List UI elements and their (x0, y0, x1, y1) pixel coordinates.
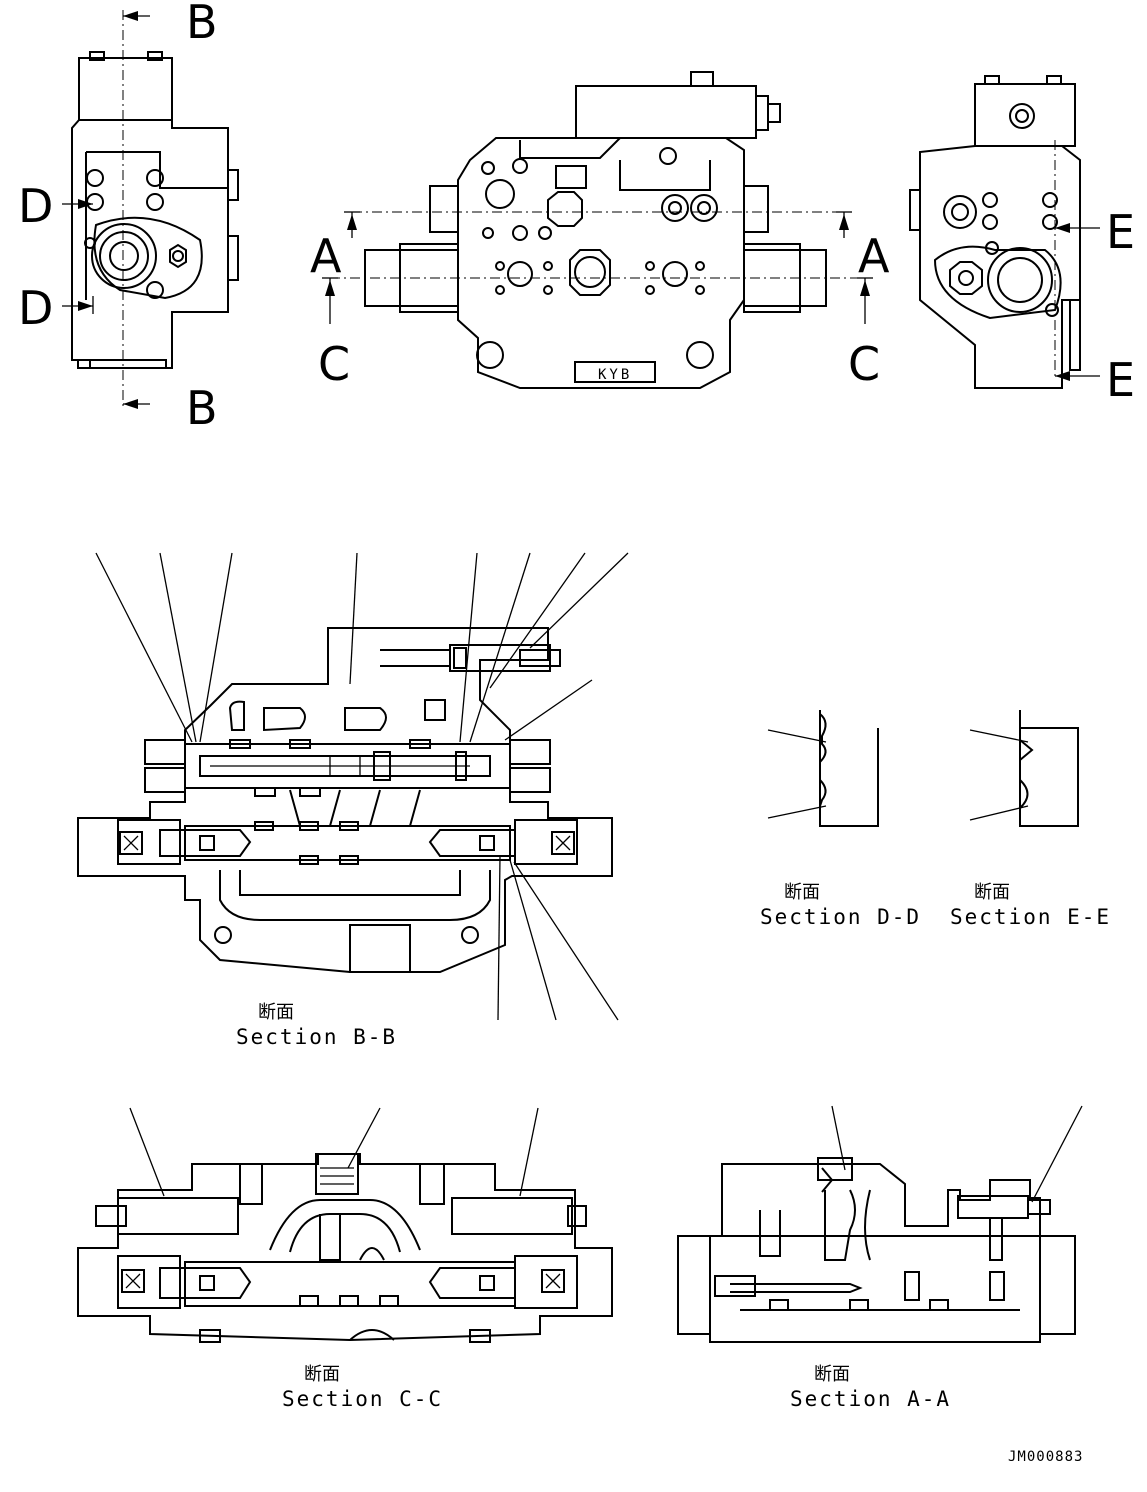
section-dd-jp: 断面 (784, 882, 820, 903)
marker-d-label-bottom: D (18, 281, 53, 335)
section-cc-title: Section C-C (282, 1387, 443, 1411)
marker-a-label-left: A (310, 229, 342, 283)
section-cc-drawing (77, 1153, 613, 1343)
section-bb-jp: 断面 (258, 1002, 294, 1023)
section-marker-c-left: C (318, 277, 350, 391)
marker-c-label-left: C (318, 337, 350, 391)
section-ee-drawing: 断面 Section E-E (950, 710, 1111, 929)
section-aa-drawing (677, 1157, 1076, 1343)
section-cc-leaders (129, 1107, 539, 1197)
section-bb-caption: 断面 Section B-B (236, 1002, 397, 1049)
section-marker-a-left: A (310, 211, 360, 283)
section-marker-d-bottom: D (18, 281, 94, 335)
section-aa-jp: 断面 (814, 1364, 850, 1385)
logo-mark: KYB (598, 367, 632, 383)
section-bb-title: Section B-B (236, 1025, 397, 1049)
section-aa-title: Section A-A (790, 1387, 951, 1411)
marker-a-label-right: A (858, 229, 890, 283)
section-bb-leaders (95, 552, 629, 1021)
section-dd-drawing: 断面 Section D-D (760, 710, 921, 929)
right-side-view (909, 75, 1081, 389)
left-side-view (71, 10, 239, 410)
section-aa-leaders (831, 1105, 1083, 1203)
section-marker-b-top: B (123, 0, 218, 49)
section-marker-e-bottom: E (1055, 353, 1135, 407)
marker-b-label: B (186, 0, 218, 49)
marker-e-label-bottom: E (1106, 353, 1135, 407)
section-dd-title: Section D-D (760, 905, 921, 929)
marker-e-label: E (1106, 205, 1135, 259)
section-marker-c-right: C (848, 277, 880, 391)
section-ee-title: Section E-E (950, 905, 1111, 929)
section-marker-b-bottom: B (123, 381, 218, 435)
marker-b-label-bottom: B (186, 381, 218, 435)
section-marker-d-top: D (18, 179, 93, 233)
marker-c-label-right: C (848, 337, 880, 391)
section-marker-e-top: E (1055, 205, 1135, 259)
section-bb-drawing (77, 627, 613, 973)
section-marker-a-right: A (836, 211, 890, 283)
drawing-ref: JM000883 (1008, 1449, 1083, 1465)
section-cc-caption: 断面 Section C-C (282, 1364, 443, 1411)
section-aa-caption: 断面 Section A-A (790, 1364, 951, 1411)
front-view: KYB (330, 71, 865, 389)
section-cc-jp: 断面 (304, 1364, 340, 1385)
marker-d-label: D (18, 179, 53, 233)
section-ee-jp: 断面 (974, 882, 1010, 903)
